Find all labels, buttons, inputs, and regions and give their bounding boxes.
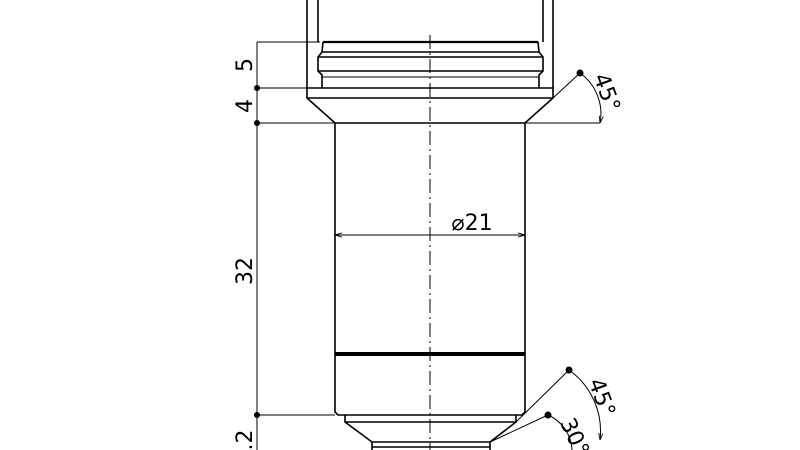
dimension-labels: 5 4 32 .2 ⌀21 45° 45° 30° — [233, 58, 625, 450]
dim-height-bottom: .2 — [233, 430, 258, 450]
dim-height-top: 5 — [233, 58, 258, 72]
dim-angle-bottom: 45° — [583, 375, 620, 420]
dim-height-body: 32 — [233, 257, 258, 285]
dim-height-flange: 4 — [233, 99, 258, 113]
dim-diameter-body: ⌀21 — [451, 211, 492, 236]
dim-angle-flange: 45° — [588, 70, 625, 115]
dimension-lines — [256, 41, 601, 450]
dimension-dots — [254, 69, 584, 419]
dim-angle-tip: 30° — [554, 414, 593, 450]
